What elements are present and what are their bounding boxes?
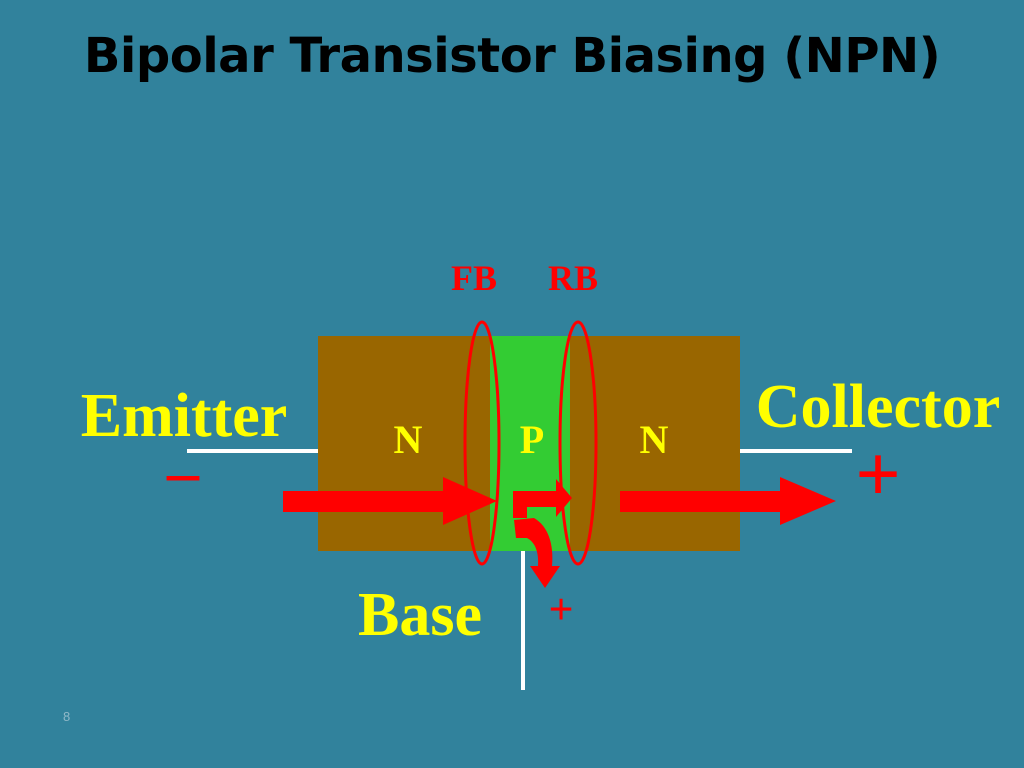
- emitter-current-arrow: [283, 477, 497, 525]
- forward-bias-label: FB: [451, 258, 497, 298]
- base-region-label: P: [520, 417, 544, 462]
- base-positive-sign: +: [548, 585, 573, 634]
- collector-current-arrow: [620, 477, 836, 525]
- collector-region-label: N: [640, 417, 669, 462]
- collector-n-region: [570, 336, 740, 551]
- emitter-label: Emitter: [81, 382, 288, 450]
- forward-bias-junction-ellipse: [463, 320, 501, 566]
- base-label: Base: [358, 581, 482, 649]
- reverse-bias-junction-ellipse: [558, 320, 598, 566]
- page-number: 8: [63, 709, 71, 724]
- slide-title: Bipolar Transistor Biasing (NPN): [83, 28, 941, 84]
- emitter-region-label: N: [394, 417, 423, 462]
- base-p-region: [490, 336, 572, 551]
- base-current-arrow: [513, 479, 572, 588]
- collector-label: Collector: [756, 373, 1000, 441]
- emitter-negative-sign: –: [166, 436, 200, 507]
- reverse-bias-label: RB: [548, 258, 598, 298]
- collector-positive-sign: +: [855, 431, 901, 519]
